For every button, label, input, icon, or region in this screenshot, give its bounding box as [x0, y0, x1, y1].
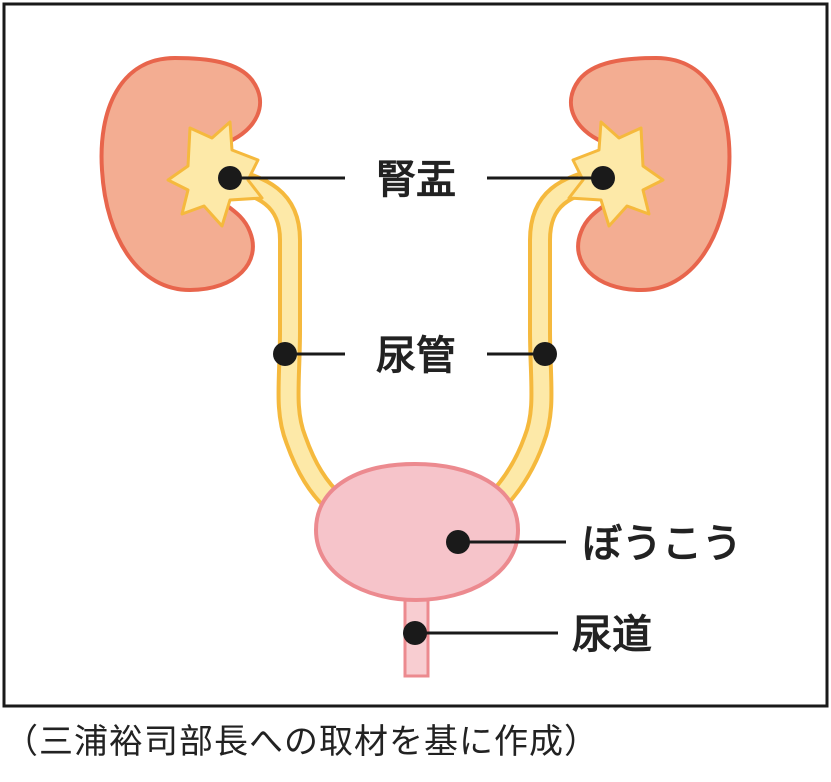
right-renal-pelvis: [567, 120, 665, 228]
source-caption: （三浦裕司部長への取材を基に作成）: [4, 722, 599, 762]
dot-renal-pelvis-right: [591, 166, 615, 190]
label-renal-pelvis: 腎盂: [376, 157, 456, 203]
figure-frame: [2, 2, 829, 708]
left-renal-pelvis: [166, 120, 264, 228]
dot-ureter-left: [273, 342, 297, 366]
dot-urethra: [403, 621, 427, 645]
label-bladder: ぼうこう: [582, 521, 742, 567]
dot-ureter-right: [533, 342, 557, 366]
dot-bladder: [446, 530, 470, 554]
left-ureter: [213, 166, 348, 516]
right-ureter: [482, 166, 615, 516]
bladder-shape: [313, 461, 521, 603]
dot-renal-pelvis-left: [218, 166, 242, 190]
leader-dots: [218, 166, 615, 645]
label-ureter: 尿管: [376, 333, 456, 379]
label-urethra: 尿道: [572, 612, 652, 658]
